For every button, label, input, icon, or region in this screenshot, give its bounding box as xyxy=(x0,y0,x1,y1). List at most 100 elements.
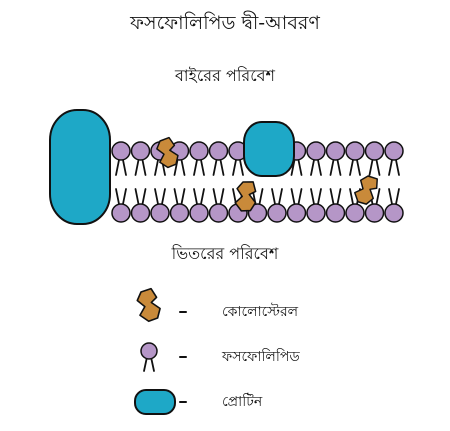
phospholipid-tail xyxy=(356,188,361,205)
phospholipid-tail xyxy=(336,188,342,205)
phospholipid-tail xyxy=(395,188,400,205)
peripheral-protein xyxy=(243,121,295,177)
phospholipid-head xyxy=(306,203,326,223)
phospholipid-tail xyxy=(212,188,218,205)
phospholipid-head xyxy=(189,141,209,161)
phospholipid-head xyxy=(150,203,170,223)
phospholipid-tail xyxy=(122,159,127,176)
phospholipid-tail xyxy=(368,159,374,176)
diagram-title: ফসফোলিপিড দ্বী-আবরণ xyxy=(130,12,320,34)
phospholipid-head xyxy=(208,203,229,223)
legend-label-phospholipid: ফসফোলিপিড xyxy=(222,349,300,365)
phospholipid-head xyxy=(306,141,326,161)
phospholipid-head xyxy=(384,203,404,223)
phospholipid-tail xyxy=(115,188,120,205)
phospholipid-tail xyxy=(349,188,354,205)
phospholipid-tail xyxy=(368,188,374,205)
phospholipid-heads-inner xyxy=(111,203,404,223)
phospholipid-tail xyxy=(154,159,159,176)
phospholipid-head xyxy=(130,141,151,161)
phospholipid-tail xyxy=(310,188,315,205)
phospholipid-tail xyxy=(349,159,354,176)
phospholipid-head xyxy=(286,203,307,223)
phospholipid-head xyxy=(189,203,209,223)
phospholipid-head xyxy=(228,141,248,161)
phospholipid-tail xyxy=(180,188,186,205)
protein-icon xyxy=(134,389,176,415)
phospholipid-icon-tail xyxy=(150,356,155,372)
phospholipid-tail xyxy=(141,159,147,176)
phospholipid-head xyxy=(111,141,131,161)
phospholipid-tail xyxy=(232,159,237,176)
phospholipid-head xyxy=(228,203,248,223)
legend-label-cholesterol: কোলোস্টেরল xyxy=(222,304,299,320)
phospholipid-tail xyxy=(239,159,244,176)
phospholipid-head xyxy=(384,141,404,161)
phospholipid-tail xyxy=(200,159,205,176)
phospholipid-tail xyxy=(173,159,179,176)
legend-icons xyxy=(134,287,176,415)
phospholipid-tail xyxy=(271,188,276,205)
phospholipid-icon-tail xyxy=(143,356,148,372)
phospholipid-head xyxy=(169,203,190,223)
phospholipid-head xyxy=(150,141,170,161)
phospholipid-tail xyxy=(329,159,335,176)
phospholipid-tail xyxy=(200,188,205,205)
phospholipid-head xyxy=(247,203,268,223)
phospholipid-tail xyxy=(161,188,166,205)
phospholipid-head xyxy=(325,203,346,223)
phospholipid-head xyxy=(130,203,151,223)
phospholipid-tail xyxy=(154,188,159,205)
legend-label-protein: প্রোটিন xyxy=(222,394,263,410)
cholesterol-molecules xyxy=(156,136,378,212)
phospholipid-tail xyxy=(395,159,400,176)
phospholipid-tail xyxy=(329,188,335,205)
phospholipid-tail xyxy=(388,159,393,176)
phospholipid-tail xyxy=(239,188,244,205)
phospholipid-tail xyxy=(122,188,127,205)
phospholipid-tail xyxy=(290,159,296,176)
transmembrane-protein xyxy=(49,109,111,225)
phospholipid-tail xyxy=(193,188,198,205)
phospholipid-head xyxy=(286,141,307,161)
cholesterol-molecule xyxy=(156,136,179,169)
cholesterol-molecule xyxy=(234,181,257,212)
membrane-proteins xyxy=(49,109,295,225)
phospholipid-tail xyxy=(134,159,140,176)
phospholipid-head xyxy=(364,141,385,161)
phospholipid-tail xyxy=(193,159,198,176)
phospholipid-head xyxy=(169,141,190,161)
phospholipid-tail xyxy=(251,188,257,205)
phospholipid-tail xyxy=(310,159,315,176)
phospholipid-tail xyxy=(297,188,303,205)
phospholipid-tail xyxy=(258,188,264,205)
phospholipid-tail xyxy=(317,159,322,176)
phospholipid-tail xyxy=(375,159,381,176)
phospholipid-head xyxy=(345,141,365,161)
phospholipid-tail xyxy=(375,188,381,205)
phospholipid-tail xyxy=(134,188,140,205)
phospholipid-tail xyxy=(180,159,186,176)
phospholipid-heads-outer xyxy=(111,141,404,161)
phospholipid-tail xyxy=(115,159,120,176)
phospholipid-tail xyxy=(297,159,303,176)
phospholipid-head xyxy=(325,141,346,161)
phospholipid-head xyxy=(345,203,365,223)
phospholipid-tail xyxy=(388,188,393,205)
phospholipid-tail xyxy=(161,159,166,176)
phospholipid-head xyxy=(111,203,131,223)
cholesterol-icon xyxy=(136,287,161,323)
phospholipid-tail xyxy=(219,188,225,205)
phospholipid-tails-outer xyxy=(115,159,400,176)
phospholipid-tail xyxy=(278,188,283,205)
phospholipid-tail xyxy=(232,188,237,205)
phospholipid-tail xyxy=(173,188,179,205)
phospholipid-tail xyxy=(219,159,225,176)
phospholipid-tail xyxy=(317,188,322,205)
phospholipid-tail xyxy=(336,159,342,176)
outer-environment-label: বাইরের পরিবেশ xyxy=(174,66,276,85)
cholesterol-molecule xyxy=(354,175,378,205)
phospholipid-tail xyxy=(290,188,296,205)
phospholipid-tail xyxy=(356,159,361,176)
